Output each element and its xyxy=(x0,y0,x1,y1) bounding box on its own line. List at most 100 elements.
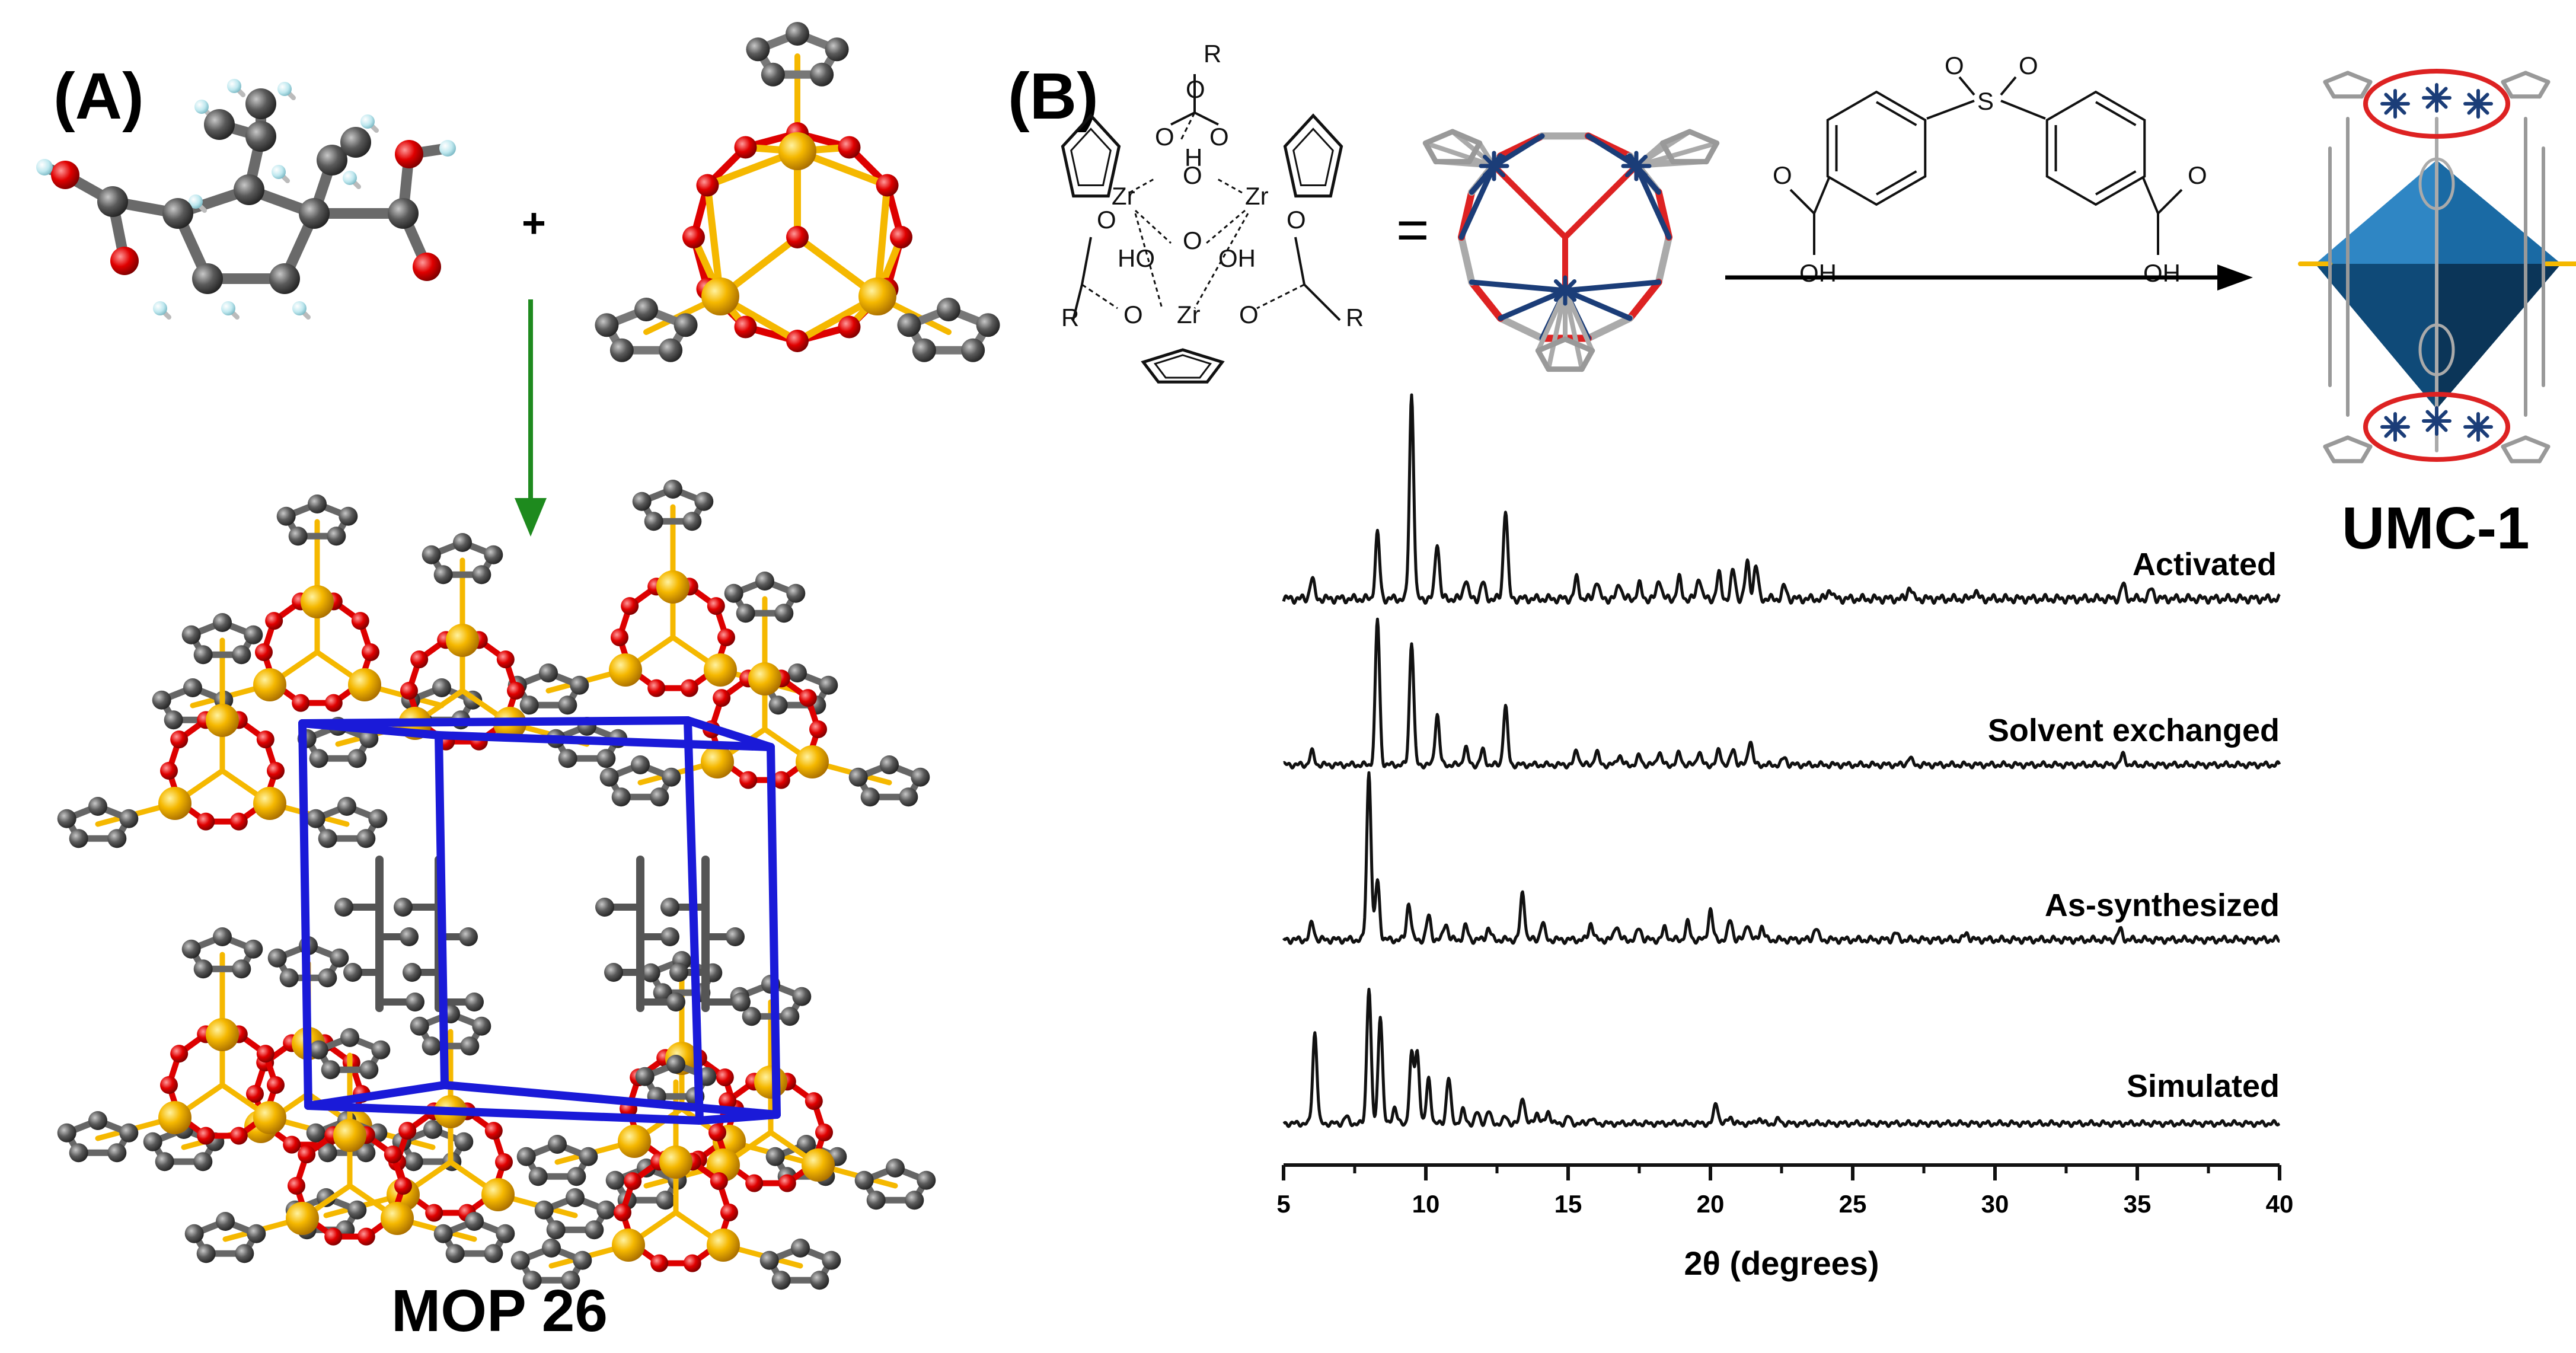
bond xyxy=(1458,234,1476,286)
carbon-atom xyxy=(666,993,685,1011)
carbon-atom xyxy=(961,338,985,362)
bond xyxy=(1659,129,1693,146)
panel-b-label: (B) xyxy=(1008,60,1099,133)
oxygen-atom xyxy=(734,136,757,159)
carbon-atom xyxy=(453,533,472,552)
bond xyxy=(2393,92,2406,106)
bond xyxy=(2360,79,2373,99)
carbon-atom xyxy=(605,1170,625,1190)
bond xyxy=(2345,435,2373,449)
atom-symbol: OH xyxy=(1218,244,1256,272)
carbon-atom xyxy=(245,88,276,119)
oxygen-atom xyxy=(229,1127,248,1145)
oxygen-atom xyxy=(682,226,705,248)
carbon-atom xyxy=(57,1123,76,1143)
carbon-atom xyxy=(519,695,539,715)
oxygen-atom xyxy=(255,643,273,661)
carbon-atom xyxy=(609,338,634,362)
hydrogen-atom xyxy=(439,140,456,157)
bond-line xyxy=(2000,100,2046,120)
octahedron-face xyxy=(2315,160,2437,264)
zirconium-atom xyxy=(659,1145,692,1179)
bond-line xyxy=(1813,177,1830,214)
carbon-atom xyxy=(57,809,76,828)
panel-a-plus-sign: + xyxy=(522,200,546,246)
atom-symbol: O xyxy=(2188,161,2207,189)
carbon-atom xyxy=(604,963,623,982)
carbon-atom xyxy=(484,545,503,564)
oxygen-atom xyxy=(288,1177,305,1195)
carbon-atom xyxy=(660,927,679,946)
zirconium-atom xyxy=(778,132,816,170)
carbon-atom xyxy=(459,927,478,946)
oxygen-atom xyxy=(160,762,178,780)
oxygen-atom xyxy=(621,597,639,615)
panel-b-product-label: UMC-1 xyxy=(2342,495,2530,561)
oxygen-atom xyxy=(708,1124,726,1141)
carbon-atom xyxy=(736,604,755,623)
carbon-atom xyxy=(539,663,558,682)
carbon-atom xyxy=(184,1224,204,1243)
bond-line xyxy=(1170,111,1195,126)
carbon-atom xyxy=(632,492,652,511)
oxygen-atom xyxy=(398,1122,417,1140)
carbon-atom xyxy=(810,62,834,87)
bond xyxy=(1584,314,1634,342)
bond-line xyxy=(1081,283,1118,309)
carbon-atom xyxy=(410,1016,429,1036)
carbon-atom xyxy=(905,1191,924,1210)
oxygen-atom xyxy=(324,1227,343,1246)
atom-symbol: O xyxy=(1123,301,1143,328)
panel-b-equals-sign: = xyxy=(1396,199,1429,261)
oxygen-atom xyxy=(170,1045,189,1063)
carbon-atom xyxy=(347,1200,367,1220)
oxygen-atom xyxy=(197,1127,215,1145)
atom-symbol: HO xyxy=(1118,244,1155,272)
carbon-atom xyxy=(742,1007,761,1026)
oxygen-atom xyxy=(357,1227,375,1246)
oxygen-atom xyxy=(838,136,861,159)
hydrogen-atom xyxy=(277,82,292,96)
hydrogen-atom xyxy=(360,114,375,129)
bond xyxy=(1634,154,1648,168)
zirconium-atom xyxy=(481,1178,515,1211)
carbon-atom xyxy=(244,939,263,959)
carbon-atom xyxy=(860,787,880,807)
atom-symbol: Zr xyxy=(1177,301,1201,328)
oxygen-atom xyxy=(799,689,817,707)
cyclopentadienyl-ring xyxy=(1292,127,1334,186)
carbon-atom xyxy=(318,1143,337,1163)
oxygen-atom xyxy=(713,689,731,707)
octahedron-face xyxy=(2315,264,2437,409)
bond xyxy=(1585,133,1639,169)
zirconium-atom xyxy=(754,1065,787,1099)
carbon-atom xyxy=(368,809,388,828)
x-axis-tick-label: 20 xyxy=(1697,1190,1725,1218)
oxygen-atom xyxy=(362,643,379,661)
carbon-atom xyxy=(193,959,213,979)
carbon-atom xyxy=(432,678,451,697)
bond xyxy=(2435,410,2448,423)
carbon-atom xyxy=(663,480,682,499)
oxygen-atom xyxy=(876,174,899,197)
atom-symbol: O xyxy=(1183,161,1202,189)
carbon-atom xyxy=(406,993,424,1011)
panel-a-label: (A) xyxy=(53,60,144,133)
carbon-atom xyxy=(244,625,263,644)
carbon-atom xyxy=(774,604,794,623)
cluster-ring xyxy=(2363,392,2510,462)
zirconium-atom xyxy=(446,624,479,657)
zirconium-atom xyxy=(381,1202,414,1235)
atom-symbol: R xyxy=(1346,304,1364,331)
carbon-atom xyxy=(269,263,300,294)
carbon-atom xyxy=(912,338,936,362)
carbon-atom xyxy=(299,198,330,229)
oxygen-atom xyxy=(324,694,343,712)
bond xyxy=(1469,279,1568,293)
bond xyxy=(1466,140,1483,165)
bond xyxy=(2501,71,2528,84)
carbon-atom xyxy=(394,898,413,917)
zirconium-atom xyxy=(802,1148,835,1182)
carbon-atom xyxy=(340,127,371,158)
